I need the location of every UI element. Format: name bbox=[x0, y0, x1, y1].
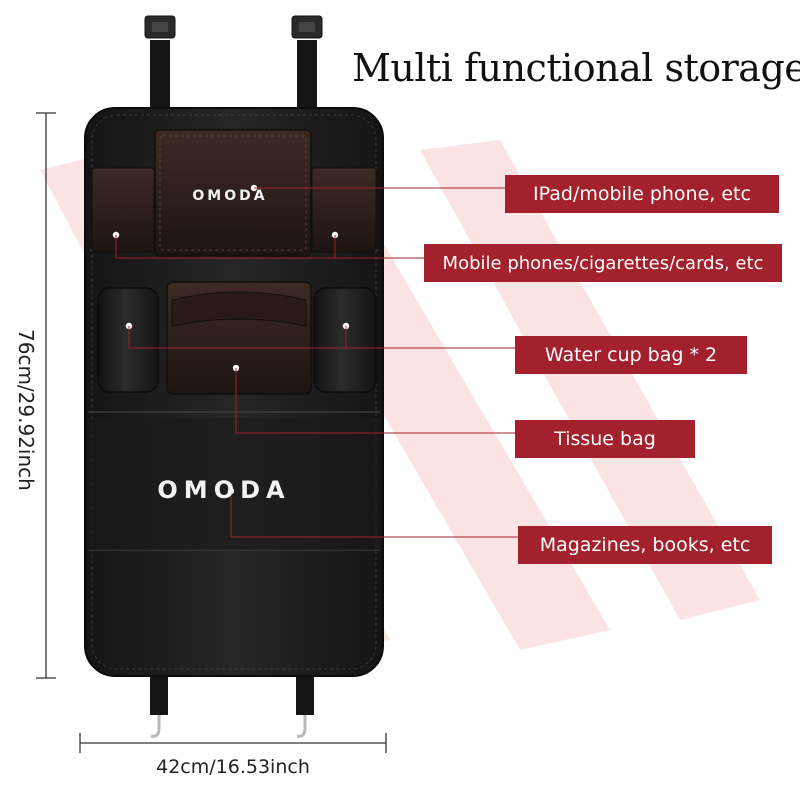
leader-lines bbox=[115, 187, 518, 538]
ipad-pocket bbox=[154, 129, 312, 257]
top-strap-right bbox=[291, 15, 323, 110]
bottom-strap-left bbox=[150, 670, 168, 738]
callout-ipad: IPad/mobile phone, etc bbox=[505, 175, 779, 213]
callout-cup: Water cup bag * 2 bbox=[515, 336, 747, 374]
top-left-pocket bbox=[91, 167, 155, 253]
page-title: Multi functional storage bbox=[352, 46, 800, 90]
width-dimension-line bbox=[79, 733, 387, 753]
top-right-pocket bbox=[311, 167, 377, 253]
height-label: 76cm/29.92inch bbox=[14, 329, 38, 491]
width-label: 42cm/16.53inch bbox=[156, 756, 310, 778]
top-strap-left bbox=[144, 15, 176, 110]
right-cup-pocket bbox=[313, 287, 377, 393]
height-dimension-line bbox=[36, 112, 56, 679]
left-cup-pocket bbox=[97, 287, 159, 393]
callout-magazines: Magazines, books, etc bbox=[518, 526, 772, 564]
bottom-strap-right bbox=[296, 670, 314, 738]
brand-logo-top: OMODA bbox=[192, 188, 267, 204]
callout-phones: Mobile phones/cigarettes/cards, etc bbox=[424, 244, 782, 282]
brand-logo-bottom: OMODA bbox=[157, 476, 290, 504]
callout-tissue: Tissue bag bbox=[515, 420, 695, 458]
